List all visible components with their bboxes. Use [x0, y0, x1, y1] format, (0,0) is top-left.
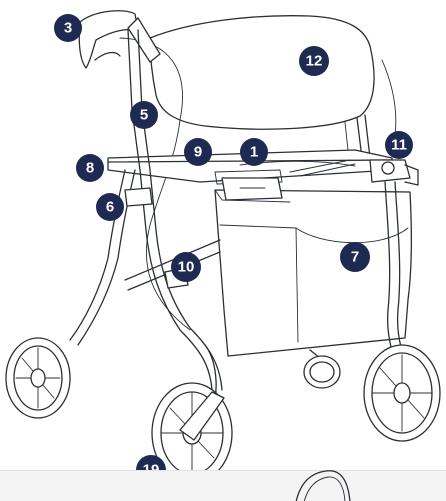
callout-11: 11: [385, 131, 413, 159]
svg-text:12: 12: [306, 53, 323, 70]
callout-1: 1: [240, 138, 268, 166]
rear-wheel-left: [304, 356, 340, 388]
backrest: [150, 16, 374, 158]
partial-figure: [0, 459, 446, 501]
svg-text:3: 3: [64, 20, 72, 37]
svg-text:11: 11: [391, 137, 407, 154]
svg-text:10: 10: [178, 259, 195, 276]
svg-text:8: 8: [86, 160, 94, 177]
callout-9: 9: [184, 138, 212, 166]
svg-text:7: 7: [351, 249, 359, 266]
callout-6: 6: [96, 193, 124, 221]
next-figure-strip: [0, 470, 446, 501]
rear-mechanism: [370, 160, 418, 185]
small-front-wheel: [6, 338, 70, 418]
rear-wheel-right: [364, 345, 440, 441]
svg-text:9: 9: [194, 144, 202, 161]
callout-3: 3: [54, 14, 82, 42]
callout-5: 5: [130, 101, 158, 129]
callout-7: 7: [340, 242, 370, 272]
svg-text:6: 6: [106, 199, 114, 216]
bag: [215, 178, 411, 356]
callout-12: 12: [299, 46, 329, 76]
svg-text:5: 5: [140, 107, 148, 124]
callout-10: 10: [171, 252, 201, 282]
callout-8: 8: [76, 154, 104, 182]
svg-text:1: 1: [250, 144, 258, 161]
height-joint: [125, 188, 152, 206]
